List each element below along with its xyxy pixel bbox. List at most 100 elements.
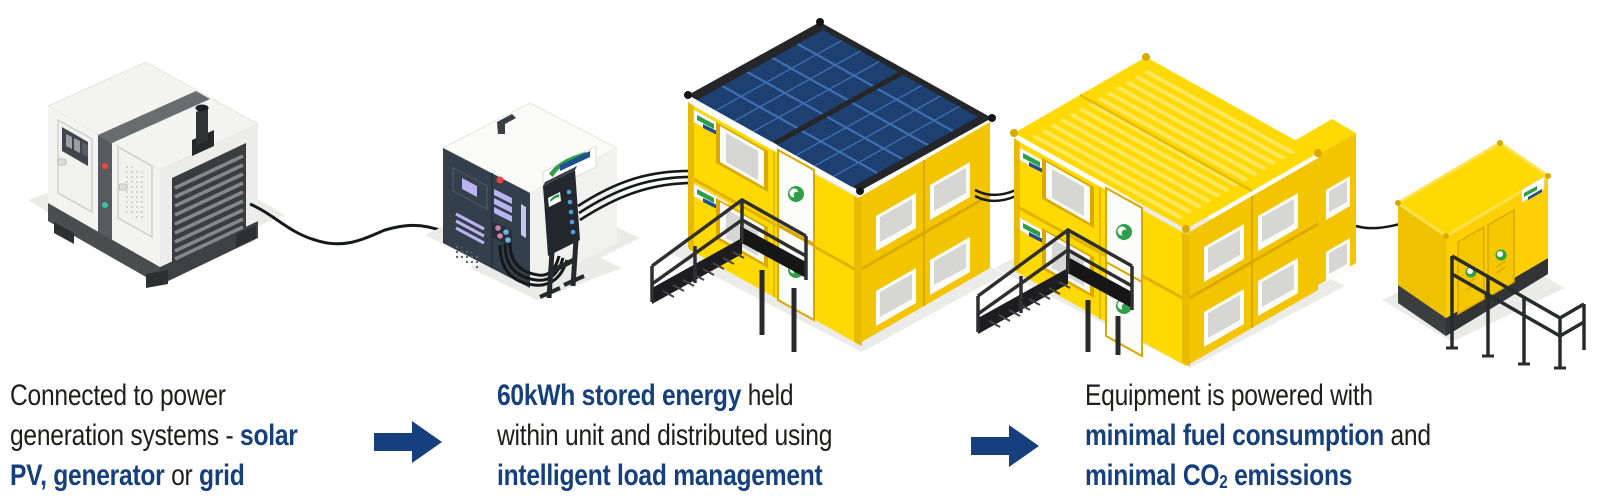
status-led-column xyxy=(566,189,576,235)
caption-line: minimal fuel consumption and xyxy=(1085,416,1431,456)
caption-line: generation systems - solar xyxy=(10,416,298,456)
stair-stringer xyxy=(652,238,742,304)
generator-foot xyxy=(146,270,168,288)
lifting-handle xyxy=(497,114,516,134)
roof-corner-cap xyxy=(1142,53,1150,61)
corner-post xyxy=(1014,138,1020,272)
connector-socket xyxy=(505,237,511,243)
small-gen-left-face xyxy=(1398,203,1446,318)
caption-text: Equipment is powered with xyxy=(1085,379,1373,412)
blue-wordmark xyxy=(560,151,590,171)
generator-foot xyxy=(236,225,256,247)
power-cable xyxy=(1355,222,1401,230)
platform-legs xyxy=(759,270,797,352)
connector-socket xyxy=(503,229,509,235)
corrugated-roof xyxy=(1010,53,1322,233)
roof-seam xyxy=(1079,93,1253,193)
platform-legs xyxy=(1085,300,1121,355)
caption-line: 60kWh stored energy held xyxy=(497,376,832,416)
stair-stringer xyxy=(978,268,1068,334)
caption-text-subscript: 2 xyxy=(1219,471,1228,493)
roof-corner-cap xyxy=(1545,173,1551,179)
red-indicator-icon xyxy=(102,163,108,169)
window xyxy=(1204,289,1244,347)
solar-building-illustration xyxy=(650,18,1004,352)
caption-text: and xyxy=(1383,419,1431,452)
caption-text: held xyxy=(741,379,794,412)
solar-grid-lines xyxy=(715,40,880,132)
generator-base xyxy=(48,203,160,285)
roof-ribs xyxy=(1032,70,1295,219)
caption-text-emphasis: PV, generator xyxy=(10,459,165,492)
window xyxy=(876,268,916,326)
box-top xyxy=(543,166,577,186)
door-handle xyxy=(118,183,128,191)
window xyxy=(1326,238,1350,282)
flow-arrow-icon xyxy=(374,421,442,463)
roof-corner-cap xyxy=(1443,233,1449,239)
connector-socket xyxy=(497,233,503,239)
generator-plinth xyxy=(1398,285,1446,336)
stand-legs xyxy=(546,239,579,299)
stand-feet xyxy=(539,274,585,299)
diesel-generator-illustration xyxy=(28,61,285,288)
caption-line: intelligent load management xyxy=(497,456,832,496)
generator-stripe-front xyxy=(98,135,112,240)
caption-text-emphasis: 60kWh stored energy xyxy=(497,379,742,412)
roof-corner-cap xyxy=(856,187,864,195)
control-button xyxy=(74,138,80,153)
connector-socket xyxy=(495,225,501,231)
window xyxy=(1042,158,1094,228)
door xyxy=(1457,225,1485,316)
generator-stripe-top xyxy=(98,91,210,143)
corner-post xyxy=(854,196,862,346)
roof-corner-cap xyxy=(1314,149,1322,157)
caption-line: minimal CO2 emissions xyxy=(1085,456,1431,499)
stair-platform xyxy=(1066,256,1132,308)
control-button xyxy=(66,134,72,149)
caption-text-emphasis: minimal fuel consumption xyxy=(1085,419,1384,452)
status-bars xyxy=(494,189,512,222)
caption-text-emphasis: grid xyxy=(199,459,245,492)
caption-text-emphasis: minimal CO xyxy=(1085,459,1220,492)
edge-strip xyxy=(521,204,526,238)
caption-step-1: Connected to power generation systems - … xyxy=(10,376,298,496)
roof-corner-cap xyxy=(1497,140,1503,146)
caption-step-2: 60kWh stored energy held within unit and… xyxy=(497,376,832,496)
safety-railing xyxy=(1450,254,1586,368)
railing-feet xyxy=(1446,346,1566,370)
caption-line: PV, generator or grid xyxy=(10,456,298,496)
small-gen-top xyxy=(1398,143,1548,236)
window xyxy=(930,162,970,220)
roof-corner-cap xyxy=(1395,200,1401,206)
solar-panel-array xyxy=(684,18,996,195)
small-generator-illustration xyxy=(1382,140,1586,370)
roof-corner-cap xyxy=(988,114,996,122)
door xyxy=(1105,186,1143,284)
roof-corner-cap xyxy=(816,18,824,26)
solar-grid-lines xyxy=(795,85,960,177)
roof-corner-cap xyxy=(1010,129,1018,137)
window xyxy=(1258,258,1298,316)
caption-text: generation systems - xyxy=(10,419,241,452)
display-panel xyxy=(452,166,488,211)
vent-dot-grid xyxy=(124,162,146,224)
door-handle xyxy=(57,158,67,166)
intake-grille xyxy=(456,244,480,270)
door-vent xyxy=(1495,260,1507,274)
control-button xyxy=(82,142,88,157)
exhaust-cap xyxy=(195,104,209,112)
mini-brand-plate xyxy=(548,192,561,207)
window xyxy=(1326,176,1350,220)
stair-platform xyxy=(740,226,806,278)
power-cable xyxy=(249,202,446,246)
access-staircase xyxy=(976,227,1134,355)
stair-treads xyxy=(662,251,745,298)
stair-treads xyxy=(988,281,1071,328)
window xyxy=(876,193,916,251)
roof-corner-cap xyxy=(684,91,692,99)
exhaust-collar xyxy=(192,130,214,156)
door xyxy=(777,148,815,246)
eco-roundel-core xyxy=(1121,303,1129,311)
